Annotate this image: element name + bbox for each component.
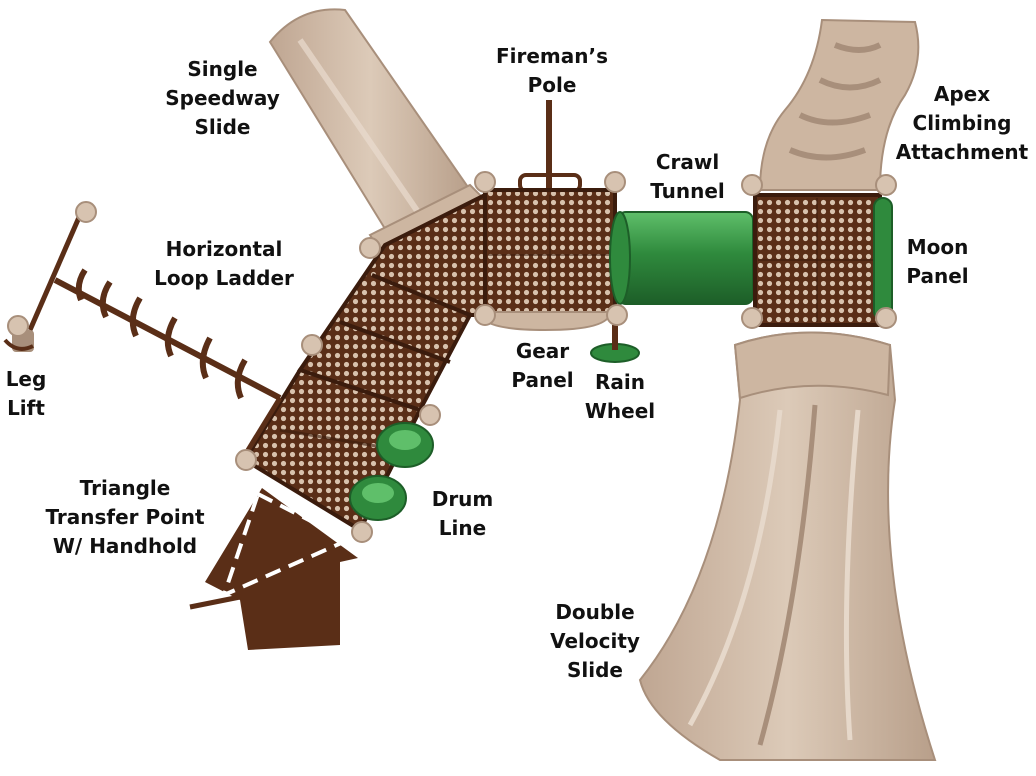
central-deck	[478, 188, 617, 332]
label-single-speedway-slide: Single Speedway Slide	[165, 57, 280, 139]
drum-line	[349, 422, 434, 521]
firemans-pole	[518, 100, 582, 195]
rain-wheel	[590, 325, 640, 363]
double-velocity-slide	[638, 331, 937, 761]
label-crawl-tunnel: Crawl Tunnel	[650, 150, 725, 203]
label-double-velocity-slide: Double Velocity Slide	[550, 600, 640, 682]
label-triangle-transfer-point: Triangle Transfer Point W/ Handhold	[45, 476, 205, 558]
label-firemans-pole: Fireman’s Pole	[495, 44, 609, 97]
right-deck	[753, 193, 882, 327]
label-rain-wheel: Rain Wheel	[584, 370, 656, 423]
label-leg-lift: Leg Lift	[5, 367, 47, 420]
crawl-tunnel	[609, 211, 754, 305]
label-gear-panel: Gear Panel	[511, 339, 574, 392]
label-apex-climbing-attachment: Apex Climbing Attachment	[895, 82, 1029, 164]
label-moon-panel: Moon Panel	[906, 235, 969, 288]
horizontal-loop-ladder	[27, 214, 283, 457]
label-drum-line: Drum Line	[431, 487, 494, 540]
moon-panel-art	[873, 197, 893, 321]
triangle-transfer-point	[189, 488, 358, 650]
post-caps	[7, 171, 897, 543]
apex-climbing-attachment	[758, 18, 920, 191]
label-horizontal-loop-ladder: Horizontal Loop Ladder	[154, 237, 294, 290]
